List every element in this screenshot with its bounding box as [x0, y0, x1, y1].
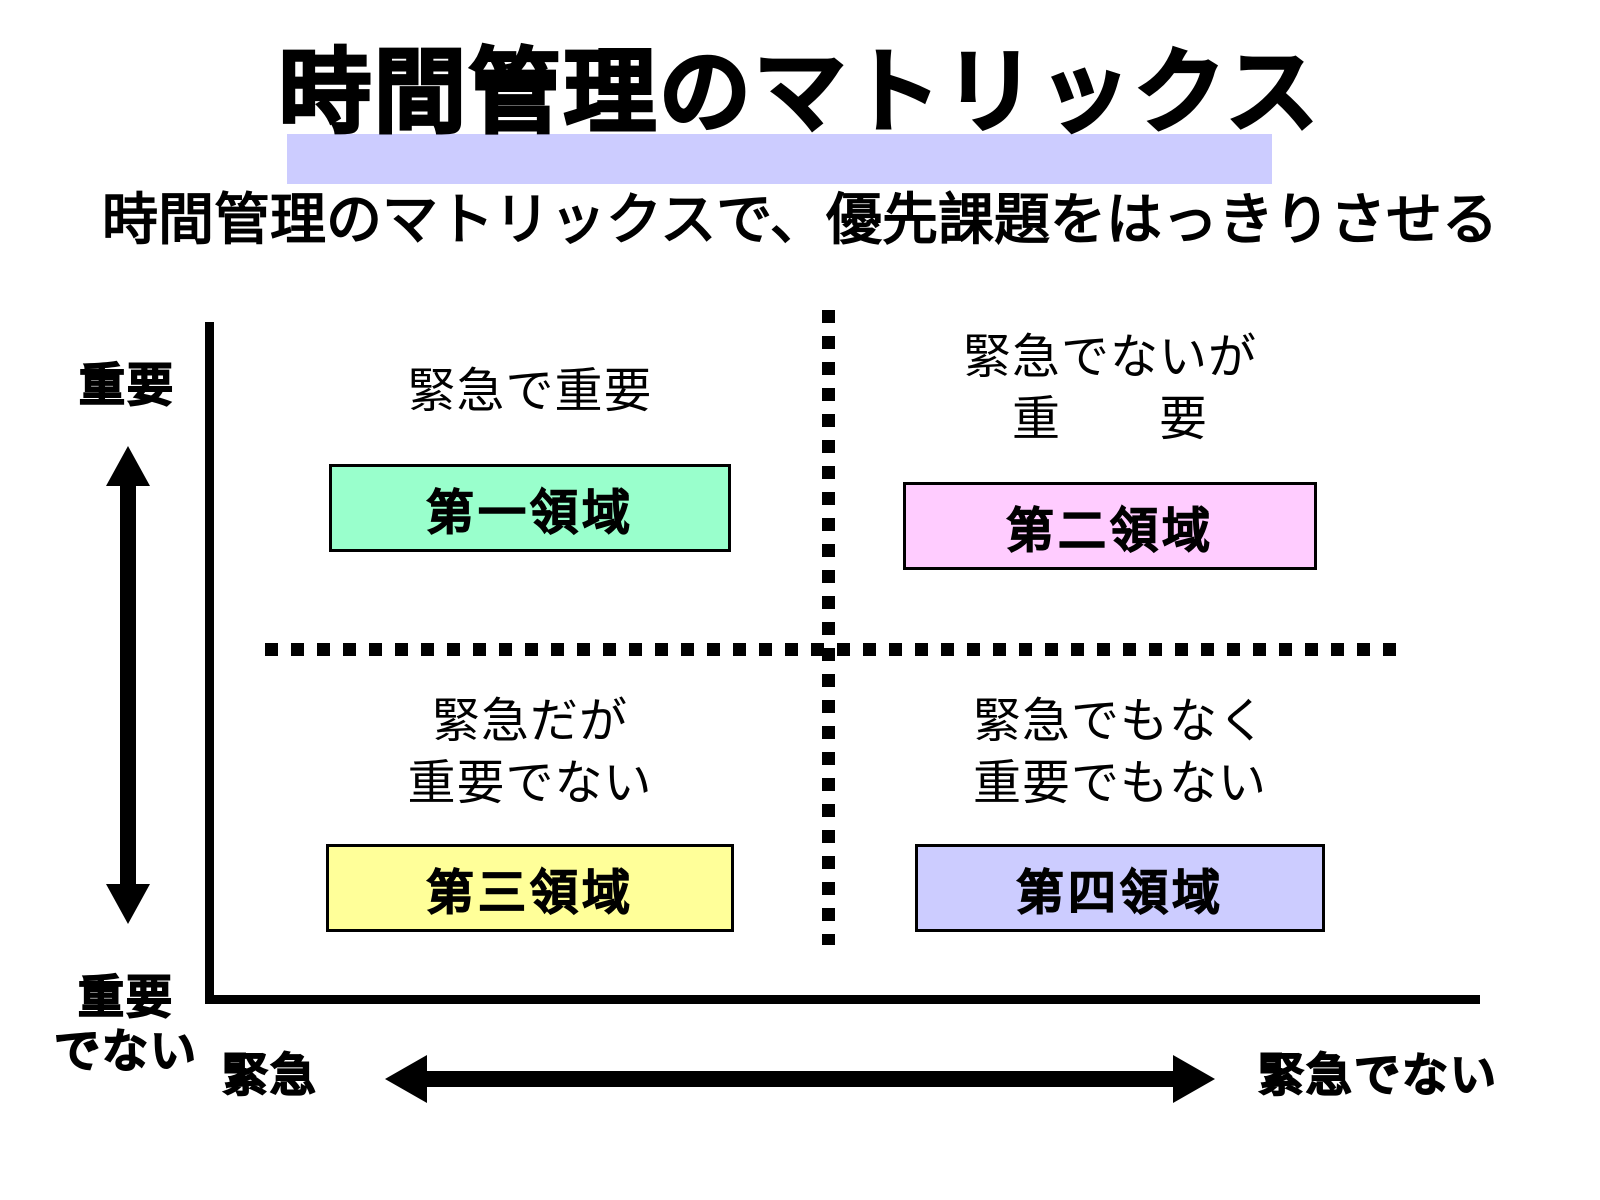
vertical-axis-line [205, 322, 214, 1004]
axis-label-urgent: 緊急 [221, 1047, 318, 1103]
arrow-shaft-vertical [120, 468, 136, 902]
quadrant-2: 緊急でないが 重 要 第二領域 [830, 326, 1390, 570]
arrow-head-right-icon [1173, 1055, 1215, 1103]
page-subtitle: 時間管理のマトリックスで、優先課題をはっきりさせる [101, 188, 1499, 253]
quadrant-1-box[interactable]: 第一領域 [329, 464, 731, 552]
arrow-head-down-icon [106, 884, 150, 924]
arrow-shaft-horizontal [409, 1071, 1191, 1087]
quadrant-2-box[interactable]: 第二領域 [903, 482, 1317, 570]
quadrant-4: 緊急でもなく 重要でもない 第四領域 [840, 690, 1400, 932]
title-highlight-band [287, 134, 1272, 184]
axis-label-not-urgent: 緊急でない [1257, 1047, 1498, 1103]
axis-label-not-important-line1: 重要 [77, 969, 174, 1025]
quadrant-4-caption: 緊急でもなく 重要でもない [972, 693, 1267, 811]
page-title: 時間管理のマトリックス [277, 38, 1322, 148]
horizontal-axis-line [205, 995, 1480, 1004]
vertical-dotted-divider [822, 310, 835, 945]
quadrant-1: 緊急で重要 第一領域 [250, 360, 810, 552]
title-block: 時間管理のマトリックス [0, 38, 1600, 184]
quadrant-3: 緊急だが 重要でない 第三領域 [250, 690, 810, 932]
quadrant-3-caption: 緊急だが 重要でない [407, 693, 653, 811]
axis-label-not-important: 重要 でない [46, 969, 206, 1079]
horizontal-dotted-divider [265, 643, 1405, 656]
quadrant-4-box[interactable]: 第四領域 [915, 844, 1325, 932]
axis-label-not-important-line2: でない [53, 1023, 198, 1079]
quadrant-2-caption: 緊急でないが 重 要 [962, 329, 1257, 447]
importance-axis-arrow-icon [106, 446, 150, 924]
urgency-axis-arrow-icon [385, 1055, 1215, 1103]
quadrant-1-caption: 緊急で重要 [407, 363, 653, 419]
axis-label-important: 重要 [78, 357, 175, 413]
quadrant-3-box[interactable]: 第三領域 [326, 844, 734, 932]
